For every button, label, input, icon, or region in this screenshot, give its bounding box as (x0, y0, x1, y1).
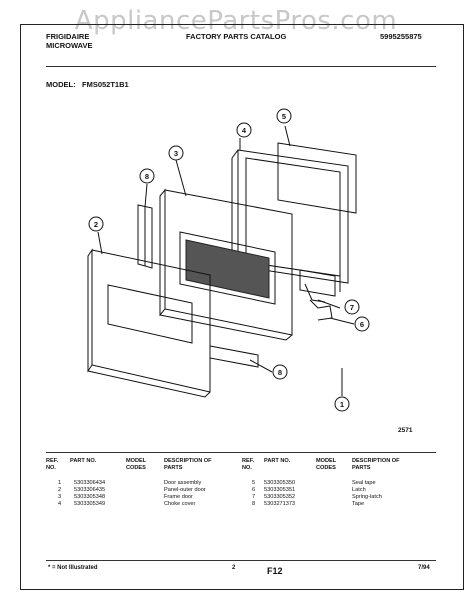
th-desc-left: DESCRIPTION OF PARTS (164, 458, 212, 471)
footer-note: * = Not Illustrated (48, 565, 98, 571)
th-ref-right: REF. NO. (242, 458, 255, 471)
panel-outer-door-part (87, 248, 211, 398)
th-desc-right: DESCRIPTION OF PARTS (352, 458, 400, 471)
footer-rule (46, 560, 436, 561)
callout-circle-2 (88, 216, 104, 232)
header-rule (46, 66, 436, 67)
model-label: MODEL: (46, 80, 76, 89)
table-row: 6 5303305351 Latch (252, 487, 366, 493)
callout-circle-4 (236, 122, 252, 138)
parts-table-right: 5 5303305350 Seal tape 6 5303305351 Latc… (242, 480, 436, 508)
th-part-left: PART NO. (70, 458, 97, 464)
callout-8b: 8 (278, 368, 282, 377)
callout-8a: 8 (145, 172, 149, 181)
callout-1: 1 (340, 400, 344, 409)
table-row: 5 5303305350 Seal tape (252, 480, 376, 486)
footer-date: 7/94 (418, 565, 430, 571)
callout-circle-6 (354, 316, 370, 332)
callout-circle-1 (334, 396, 350, 412)
table-row: 4 5303305349 Choke cover (58, 501, 196, 507)
brand-line-2: MICROWAVE (46, 41, 93, 50)
footer-page-number: 2 (232, 565, 236, 571)
footer-section: F12 (267, 566, 283, 576)
callout-circle-7 (344, 299, 360, 315)
callout-circle-8a (139, 168, 155, 184)
callout-2: 2 (94, 220, 98, 229)
th-model-left: MODEL CODES (126, 458, 147, 471)
door-frame-front (159, 188, 293, 341)
table-row: 3 5303305348 Frame door (58, 494, 193, 500)
page-frame (20, 24, 464, 590)
table-row: 8 5303271373 Tape (252, 501, 365, 507)
watermark: AppliancePartsPros.com (74, 6, 398, 36)
callout-circle-5 (276, 108, 292, 124)
table-row: 2 5303306435 Panel-outer door (58, 487, 206, 493)
th-model-right: MODEL CODES (316, 458, 337, 471)
catalog-title: FACTORY PARTS CATALOG (186, 32, 287, 41)
callout-4: 4 (242, 126, 247, 135)
callout-7: 7 (350, 303, 354, 312)
callout-circle-3 (168, 145, 184, 161)
table-row: 7 5303305352 Spring-latch (252, 494, 382, 500)
table-top-rule (46, 452, 436, 453)
tape-strip-vertical (137, 204, 153, 269)
th-ref-left: REF. NO. (46, 458, 59, 471)
callout-6: 6 (360, 320, 364, 329)
seal-tape-panel (277, 142, 357, 214)
callout-5: 5 (282, 112, 286, 121)
model-value: FMS052T1B1 (82, 80, 129, 89)
th-part-right: PART NO. (264, 458, 291, 464)
parts-table-left: 1 5303306434 Door assembly 2 5303306435 … (46, 480, 236, 508)
brand-line-1: FRIGIDAIRE (46, 32, 90, 41)
tape-strip-bottom (209, 345, 259, 368)
drawing-number: 2571 (398, 427, 413, 434)
catalog-number: 5995255875 (380, 32, 422, 41)
callout-3: 3 (174, 149, 178, 158)
table-row: 1 5303306434 Door assembly (58, 480, 202, 486)
callout-circle-8b (272, 364, 288, 380)
door-frame-part (231, 149, 349, 321)
